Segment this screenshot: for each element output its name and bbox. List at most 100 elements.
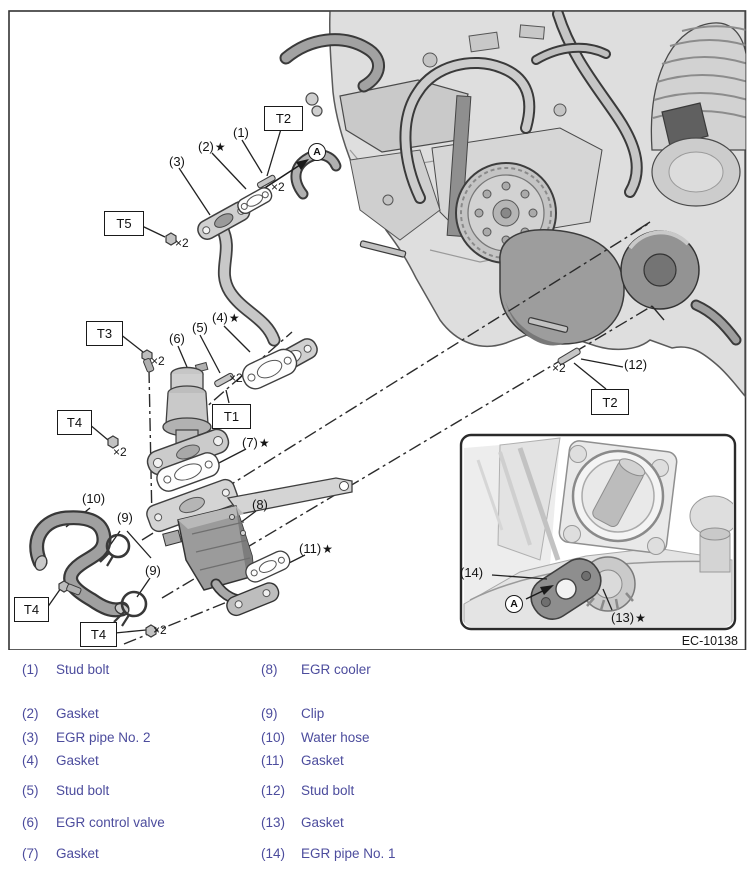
part-callout-9b: (9) xyxy=(145,563,161,578)
tool-box-t4-left: T4 xyxy=(14,597,49,622)
legend-row: (14) EGR pipe No. 1 xyxy=(261,845,396,862)
legend-row: (5)Stud bolt xyxy=(22,782,109,799)
legend-part-number: (1) xyxy=(22,662,39,677)
legend-row: (11) Gasket xyxy=(261,752,344,769)
view-a-marker-inset: A xyxy=(505,595,523,613)
engine-illustration xyxy=(279,11,746,398)
part-callout-1: (1) xyxy=(233,125,249,140)
t4-left-bolt xyxy=(58,580,82,596)
exploded-diagram: T2 T5 T3 T1 T4 T4 T4 T2 (1) (2)★ (3) (4)… xyxy=(8,10,747,651)
legend-row: (12) Stud bolt xyxy=(261,782,354,799)
figure-code: EC-10138 xyxy=(681,634,738,648)
gasket-11 xyxy=(245,550,291,583)
legend-part-number: (14) xyxy=(261,846,286,861)
legend-row: (1) Stud bolt xyxy=(22,661,109,678)
tool-box-label: T5 xyxy=(116,216,132,231)
qty-x2: ×2 xyxy=(151,354,165,368)
legend-part-number: (3) xyxy=(22,730,39,745)
part-callout-3: (3) xyxy=(169,154,185,169)
part-callout-4: (4)★ xyxy=(212,310,240,326)
legend-part-number: (13) xyxy=(261,815,286,830)
legend-part-name: Gasket xyxy=(301,815,344,830)
legend-part-number: (12) xyxy=(261,783,286,798)
egr-pipe-1-flange xyxy=(530,558,602,620)
part-callout-12: (12) xyxy=(624,357,648,372)
part-callout-2: (2)★ xyxy=(198,139,226,155)
egr-control-valve xyxy=(146,361,230,476)
t3-bolt xyxy=(141,349,155,373)
tool-box-t4-upper: T4 xyxy=(57,410,92,435)
legend-row: (10) Water hose xyxy=(261,729,370,746)
stud-bolt-1 xyxy=(256,174,276,189)
qty-x2: ×2 xyxy=(271,180,285,194)
legend-part-number: (9) xyxy=(261,706,278,721)
star-icon: ★ xyxy=(322,542,333,556)
legend-row: (8) EGR cooler xyxy=(261,661,371,678)
star-icon: ★ xyxy=(228,311,240,325)
engine-hoses xyxy=(279,11,742,346)
legend-part-number: (8) xyxy=(261,662,278,677)
tool-box-t1: T1 xyxy=(212,404,251,429)
part-callout-13: (13)★ xyxy=(611,610,646,626)
qty-x2: ×2 xyxy=(175,236,189,250)
tool-box-t2-right: T2 xyxy=(591,389,629,415)
egr-cooler xyxy=(146,477,353,617)
legend-part-name: Gasket xyxy=(301,753,344,768)
tool-box-t4-bottom: T4 xyxy=(80,622,117,647)
star-icon: ★ xyxy=(258,436,270,450)
legend-part-name: EGR cooler xyxy=(301,662,371,677)
t4-bottom-nut xyxy=(145,624,157,638)
legend-part-name: Gasket xyxy=(56,706,99,721)
gasket-7 xyxy=(156,452,220,492)
star-icon: ★ xyxy=(214,140,226,154)
part-callout-6: (6) xyxy=(169,331,185,346)
part-callout-14: (14) xyxy=(460,565,484,580)
legend-part-name: Stud bolt xyxy=(56,662,110,677)
part-callout-9a: (9) xyxy=(117,510,133,525)
qty-x2: ×2 xyxy=(153,623,167,637)
gasket-2 xyxy=(237,187,273,215)
legend-row: (13) Gasket xyxy=(261,814,344,831)
qty-x2: ×2 xyxy=(113,445,127,459)
legend-part-number: (10) xyxy=(261,730,286,745)
qty-x2: ×2 xyxy=(229,371,243,385)
legend-row: (7)Gasket xyxy=(22,845,99,862)
parts-legend: (1) Stud bolt (2) Gasket (3)EGR pipe No. 2… xyxy=(0,650,752,870)
tool-box-label: T4 xyxy=(90,627,107,642)
legend-part-name: EGR pipe No. 1 xyxy=(301,846,396,861)
part-callout-7: (7)★ xyxy=(242,435,270,451)
legend-part-number: (4) xyxy=(22,753,39,768)
tool-box-label: T4 xyxy=(66,415,83,430)
view-a-marker-top: A xyxy=(308,143,326,161)
tool-box-t3: T3 xyxy=(86,321,123,346)
tool-box-label: T2 xyxy=(602,394,618,410)
legend-part-name: Gasket xyxy=(56,753,99,768)
legend-part-number: (11) xyxy=(261,753,285,768)
legend-part-name: Water hose xyxy=(301,730,370,745)
legend-part-name: EGR control valve xyxy=(56,815,165,830)
star-icon: ★ xyxy=(635,611,646,625)
tool-box-t2-top: T2 xyxy=(264,106,303,131)
tool-box-label: T2 xyxy=(275,111,292,126)
t5-nut xyxy=(165,232,177,246)
legend-row: (4) Gasket xyxy=(22,752,99,769)
legend-row: (2) Gasket xyxy=(22,705,99,722)
legend-part-name: Stud bolt xyxy=(301,783,355,798)
legend-part-name: Stud bolt xyxy=(56,783,110,798)
legend-part-name: Clip xyxy=(301,706,325,721)
legend-row: (3)EGR pipe No. 2 xyxy=(22,729,151,746)
part-callout-8: (8) xyxy=(252,497,268,512)
tool-box-label: T1 xyxy=(223,409,240,424)
part-callout-10: (10) xyxy=(82,491,106,506)
tool-box-label: T3 xyxy=(96,326,113,341)
part-callout-5: (5) xyxy=(192,320,208,335)
tool-box-label: T4 xyxy=(23,602,40,617)
tool-box-t5: T5 xyxy=(104,211,144,236)
clip-9b xyxy=(113,590,148,627)
legend-row: (6)EGR control valve xyxy=(22,814,165,831)
diagram-drawing xyxy=(8,10,747,651)
legend-part-number: (7) xyxy=(22,846,39,861)
clip-9a xyxy=(99,533,131,567)
legend-part-number: (2) xyxy=(22,706,39,721)
